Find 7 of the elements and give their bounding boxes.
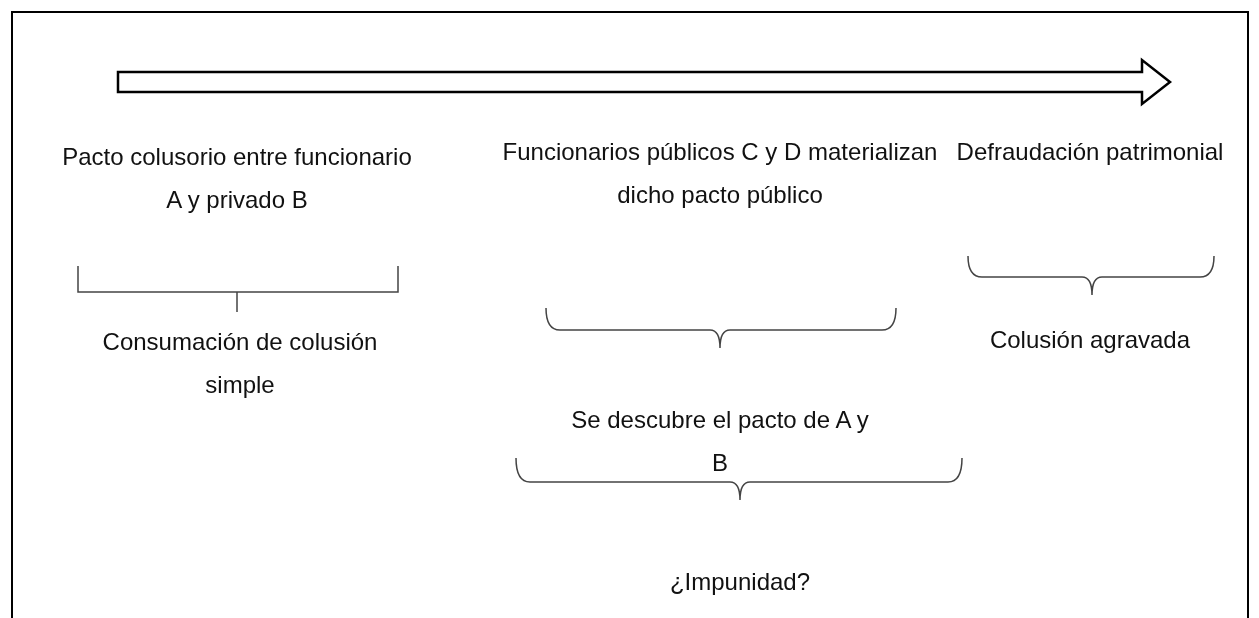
timeline-label: Consumación de colusión simple	[101, 327, 379, 400]
timeline-label: Colusión agravada	[988, 325, 1192, 355]
timeline-label: Se descubre el pacto de A y B	[570, 405, 870, 478]
timeline-label: Defraudación patrimonial	[955, 137, 1225, 167]
timeline-label: Funcionarios públicos C y D materializan dicho pacto público	[501, 137, 939, 210]
timeline-label: Pacto colusorio entre funcionario A y privado B	[61, 142, 413, 215]
timeline-label: ¿Impunidad?	[668, 567, 812, 597]
